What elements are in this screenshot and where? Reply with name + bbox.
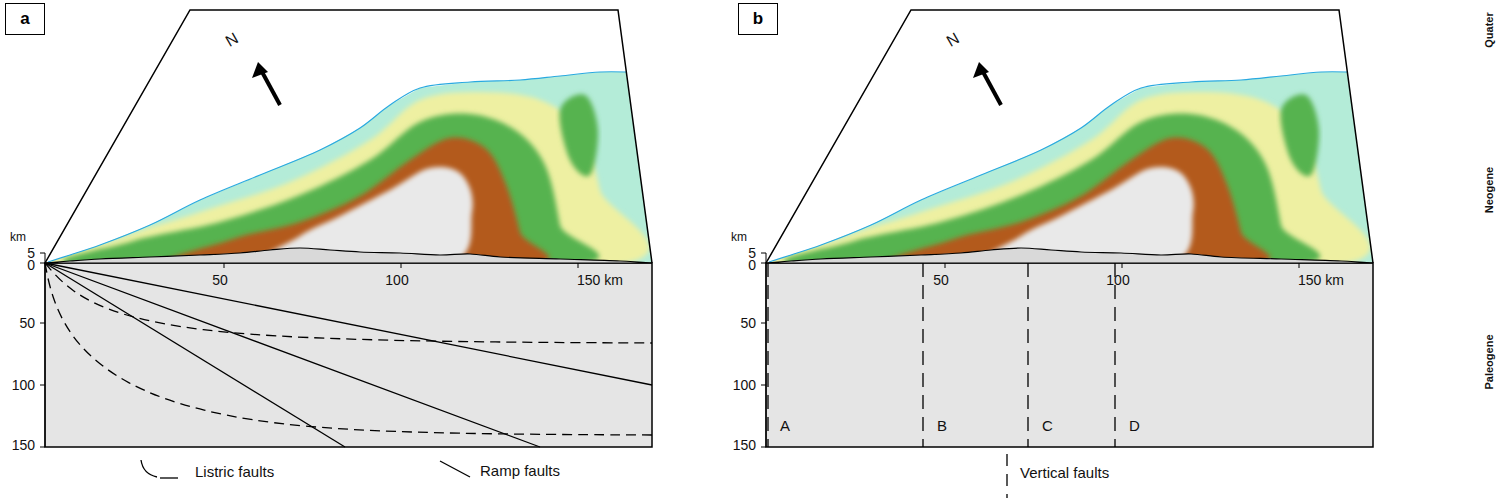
depth-axis: [45, 253, 46, 447]
topographic-profile: [766, 248, 1373, 263]
listric-fault: [45, 263, 652, 343]
axis-value: 100: [733, 378, 756, 392]
axis-unit: km: [731, 231, 747, 243]
fault-label: D: [1129, 418, 1140, 433]
topographic-profile: [45, 248, 652, 263]
axis-tick: [761, 447, 766, 448]
legend-sample: [440, 461, 470, 477]
relief-zone: [1281, 94, 1320, 176]
vertical-fault: [1027, 263, 1028, 447]
ramp-fault: [45, 263, 652, 385]
north-arrow: [982, 70, 1001, 105]
axis-tick: [40, 385, 45, 386]
block-outline: [45, 10, 652, 263]
listric-fault: [45, 263, 652, 435]
axis-value: 150 km: [577, 273, 623, 287]
block-outline: [766, 10, 1373, 263]
ramp-fault: [45, 263, 345, 447]
coastline: [769, 72, 1347, 262]
panel-letter: b: [753, 9, 763, 29]
axis-tick: [40, 263, 45, 264]
axis-value: 100: [12, 378, 35, 392]
axis-tick: [1299, 263, 1300, 268]
axis-tick: [401, 263, 402, 268]
vertical-fault: [922, 263, 923, 447]
legend-text: Vertical faults: [1020, 465, 1109, 480]
fault-label: B: [937, 418, 947, 433]
period-label: Neogene: [1484, 167, 1495, 213]
axis-value: 0: [748, 258, 756, 272]
axis-value: 150: [733, 438, 756, 452]
axis-tick: [1122, 263, 1123, 268]
axis-tick: [761, 323, 766, 324]
axis-tick: [40, 253, 45, 254]
axis-value: 150: [12, 438, 35, 452]
axis-tick: [224, 263, 225, 268]
legend-sample: [160, 477, 178, 478]
cross-section: [766, 263, 1373, 447]
axis-value: 0: [27, 258, 35, 272]
axis-value: 50: [19, 316, 35, 330]
axis-tick: [578, 263, 579, 268]
period-label: Paleogene: [1484, 334, 1495, 389]
axis-value: 50: [933, 273, 949, 287]
relief-zone: [761, 92, 1370, 273]
axis-tick: [761, 385, 766, 386]
axis-value: 100: [385, 273, 408, 287]
axis-value: 150 km: [1298, 273, 1344, 287]
axis-tick: [761, 263, 766, 264]
north-arrowhead: [252, 62, 268, 78]
axis-tick: [40, 323, 45, 324]
panel-letter-box: a: [5, 3, 45, 35]
axis-value: 50: [212, 273, 228, 287]
north-arrowhead: [973, 62, 989, 78]
cross-section: [45, 263, 652, 447]
depth-axis: [766, 253, 767, 447]
relief-zone: [40, 92, 649, 273]
coastline: [48, 72, 626, 262]
relief-zone: [560, 94, 599, 176]
panel-letter-box: b: [738, 3, 778, 35]
period-label: Quater: [1484, 12, 1495, 47]
axis-value: 100: [1106, 273, 1129, 287]
fault-label: C: [1042, 418, 1053, 433]
vertical-fault: [767, 263, 768, 447]
fault-label: A: [780, 418, 790, 433]
legend-text: Ramp faults: [480, 463, 560, 478]
block-panel: [40, 10, 652, 447]
axis-tick: [40, 447, 45, 448]
axis-value: 50: [740, 316, 756, 330]
legend-sample: [141, 460, 157, 477]
vertical-fault: [1114, 263, 1115, 447]
panel-letter: a: [20, 9, 29, 29]
legend-text: Listric faults: [195, 464, 274, 479]
axis-tick: [761, 253, 766, 254]
axis-tick: [945, 263, 946, 268]
north-arrow: [261, 70, 280, 105]
ramp-fault: [45, 263, 540, 447]
legend-sample: [1006, 454, 1007, 498]
block-panel: [761, 10, 1373, 447]
axis-unit: km: [10, 231, 26, 243]
